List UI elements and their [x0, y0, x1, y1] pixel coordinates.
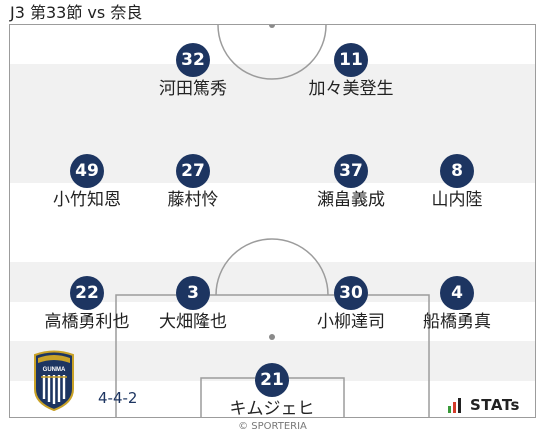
player-number: 37	[334, 154, 368, 188]
center-spot	[269, 25, 275, 28]
penalty-spot	[269, 334, 275, 340]
player-mf-4[interactable]: 8 山内陸	[397, 154, 517, 211]
player-name: 小柳達司	[317, 312, 385, 332]
player-number: 30	[334, 276, 368, 310]
player-number: 22	[70, 276, 104, 310]
player-fw-left[interactable]: 32 河田篤秀	[133, 43, 253, 100]
player-name: 加々美登生	[308, 79, 394, 99]
player-name: 高橋勇利也	[44, 312, 130, 332]
player-df-4[interactable]: 4 船橋勇真	[397, 276, 517, 333]
stats-logo-text: STATs	[470, 396, 520, 414]
player-number: 3	[176, 276, 210, 310]
player-number: 21	[255, 363, 289, 397]
penalty-area	[115, 294, 430, 417]
player-df-1[interactable]: 22 高橋勇利也	[27, 276, 147, 333]
player-name: 大畑隆也	[159, 312, 227, 332]
stats-bars-icon	[448, 398, 461, 413]
pitch-markings	[115, 25, 430, 417]
player-df-3[interactable]: 30 小柳達司	[291, 276, 411, 333]
player-number: 27	[176, 154, 210, 188]
player-mf-1[interactable]: 49 小竹知恩	[27, 154, 147, 211]
pitch	[9, 24, 536, 418]
player-gk[interactable]: 21 キムジェヒ	[212, 363, 332, 420]
player-name: 瀬畠義成	[317, 190, 385, 210]
gunma-crest-icon: GUNMA	[34, 350, 74, 411]
player-number: 32	[176, 43, 210, 77]
player-number: 49	[70, 154, 104, 188]
player-mf-2[interactable]: 27 藤村怜	[133, 154, 253, 211]
player-name: 河田篤秀	[159, 79, 227, 99]
formation-label: 4-4-2	[98, 389, 138, 407]
pitch-stripe	[10, 64, 535, 104]
player-df-2[interactable]: 3 大畑隆也	[133, 276, 253, 333]
player-name: 藤村怜	[167, 190, 219, 210]
center-circle-arc	[217, 25, 327, 80]
player-name: 船橋勇真	[423, 312, 491, 332]
pitch-stripe	[10, 104, 535, 144]
copyright: © SPORTERIA	[238, 421, 307, 432]
player-fw-right[interactable]: 11 加々美登生	[291, 43, 411, 100]
player-number: 11	[334, 43, 368, 77]
penalty-arc	[215, 238, 329, 296]
player-number: 8	[440, 154, 474, 188]
player-name: キムジェヒ	[229, 399, 315, 419]
player-number: 4	[440, 276, 474, 310]
match-title: J3 第33節 vs 奈良	[10, 3, 143, 22]
gunma-crest-text: GUNMA	[43, 367, 66, 373]
player-name: 山内陸	[431, 190, 483, 210]
player-mf-3[interactable]: 37 瀬畠義成	[291, 154, 411, 211]
player-name: 小竹知恩	[53, 190, 121, 210]
